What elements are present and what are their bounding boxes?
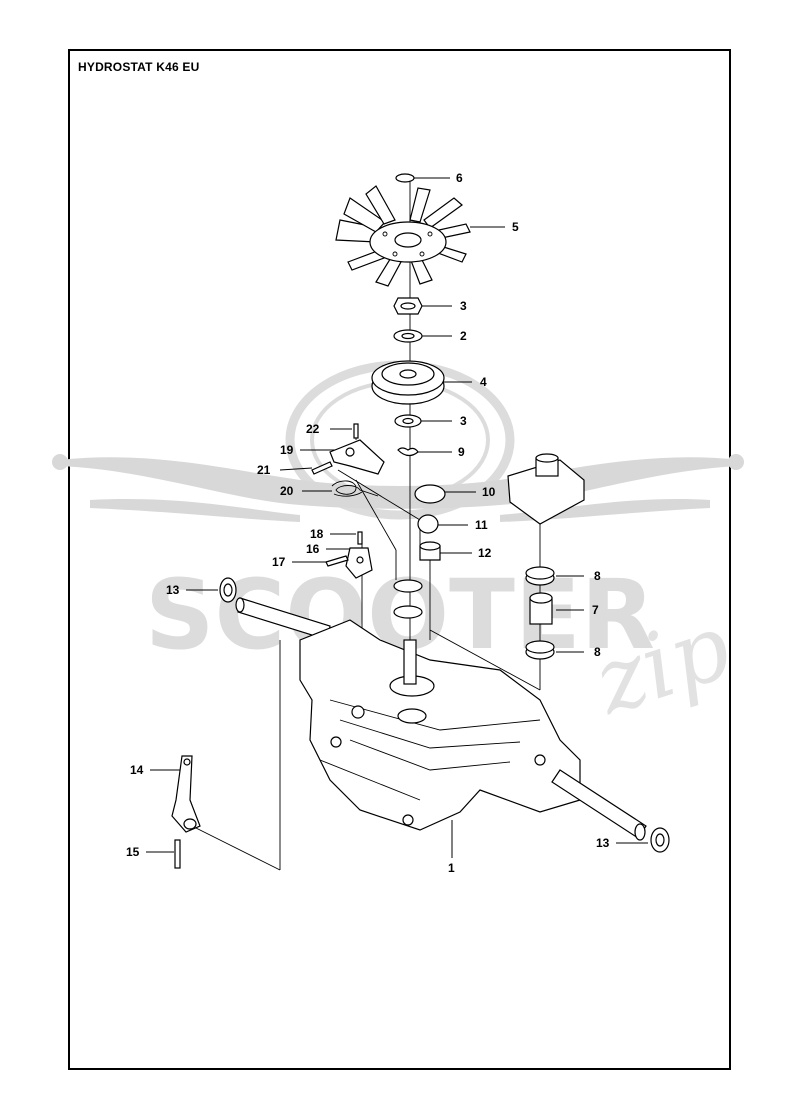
bolt-part-21 (311, 461, 333, 475)
callout-13: 13 (596, 836, 610, 850)
callout-6: 6 (456, 171, 463, 185)
callout-1: 1 (448, 861, 455, 875)
callout-7: 7 (592, 603, 599, 617)
callout-5: 5 (512, 220, 519, 234)
sleeve-part-7 (529, 592, 553, 625)
arm-part-19 (329, 439, 385, 475)
screw-part-17 (325, 555, 349, 567)
washer-part-3 (394, 414, 422, 428)
transmission-housing-part-1 (299, 619, 581, 831)
callout-18: 18 (310, 527, 324, 541)
callout-2: 2 (460, 329, 467, 343)
callout-22: 22 (306, 422, 320, 436)
gear-rings (393, 579, 423, 619)
plug-part-11 (417, 514, 439, 534)
fan-part-5 (335, 185, 471, 287)
callout-19: 19 (280, 443, 294, 457)
callout-11: 11 (475, 518, 488, 532)
callout-8: 8 (594, 645, 601, 659)
right-axle (551, 769, 647, 841)
callout-4: 4 (480, 375, 487, 389)
seal-part-13-right (650, 827, 670, 853)
callout-8: 8 (594, 569, 601, 583)
pin-part-22 (353, 423, 359, 439)
callout-labels: 6 5 3 2 4 3 22 19 9 21 20 10 11 18 16 12… (126, 171, 610, 875)
left-axle (235, 597, 331, 641)
pin-part-18 (357, 531, 363, 545)
callout-15: 15 (126, 845, 140, 859)
bushing-part-12 (419, 541, 441, 561)
callout-21: 21 (257, 463, 271, 477)
callout-10: 10 (482, 485, 496, 499)
key-part-9 (397, 447, 419, 457)
pulley-part-4 (371, 360, 445, 405)
seal-part-8-upper (525, 566, 555, 586)
lever-part-16 (345, 547, 373, 579)
callout-3: 3 (460, 299, 467, 313)
seal-part-8-lower (525, 640, 555, 660)
nut-part-3 (393, 297, 423, 315)
diagram-frame (68, 49, 731, 1070)
lever-arm-part-14 (171, 755, 201, 833)
cap-part-10 (414, 484, 446, 504)
reservoir (507, 453, 585, 525)
washer-part-2 (393, 329, 423, 343)
callout-3: 3 (460, 414, 467, 428)
callout-9: 9 (458, 445, 465, 459)
seal-part-13-left (219, 577, 237, 603)
circlip-part-6 (395, 173, 415, 183)
callout-17: 17 (272, 555, 286, 569)
spring-part-20 (331, 480, 379, 497)
pin-part-15 (174, 839, 181, 869)
callout-14: 14 (130, 763, 144, 777)
callout-13: 13 (166, 583, 180, 597)
callout-16: 16 (306, 542, 320, 556)
callout-20: 20 (280, 484, 294, 498)
callout-12: 12 (478, 546, 492, 560)
diagram-title: HYDROSTAT K46 EU (78, 60, 200, 74)
